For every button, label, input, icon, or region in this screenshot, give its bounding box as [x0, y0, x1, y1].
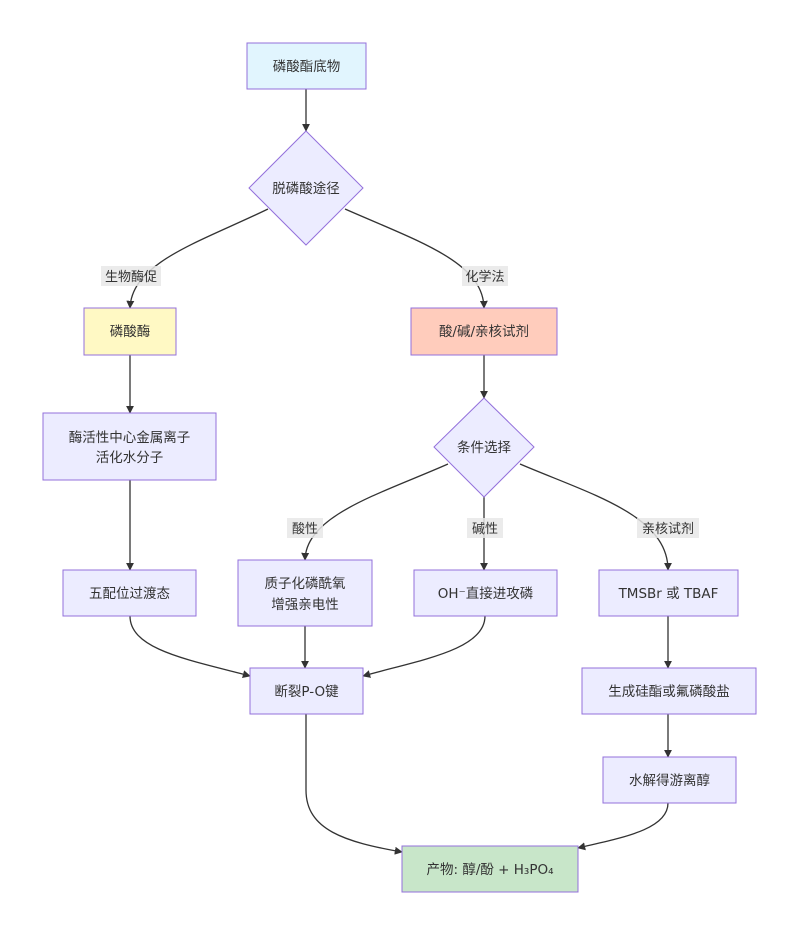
edge-transition-cleavage — [129, 615, 251, 679]
node-substrate-label: 磷酸酯底物 — [273, 59, 341, 75]
edge-label-acidic-text: 酸性 — [292, 522, 318, 537]
node-hydrolysis: 水解得游离醇 — [602, 756, 737, 804]
node-protonation: 质子化磷酰氧 增强亲电性 — [237, 559, 373, 627]
node-reagents: 酸/碱/亲核试剂 — [410, 307, 558, 356]
edge-label-chemical: 化学法 — [462, 266, 508, 286]
edge-hydrolysis-product — [577, 802, 669, 851]
node-metal-activation-line1: 酶活性中心金属离子 — [69, 429, 191, 446]
edge-labels: 生物酶促 化学法 酸性 碱性 亲核试剂 — [101, 266, 699, 538]
node-reagents-label: 酸/碱/亲核试剂 — [439, 324, 529, 340]
node-phosphatase-label: 磷酸酶 — [110, 324, 151, 340]
node-substrate: 磷酸酯底物 — [246, 42, 367, 90]
node-hydroxide-attack: OH⁻直接进攻磷 — [413, 569, 558, 617]
nodes: 磷酸酯底物 脱磷酸途径 磷酸酶 酸/碱/亲核试剂 酶活性中心金属离子 活化水分子… — [42, 42, 757, 893]
node-route-label: 脱磷酸途径 — [272, 180, 340, 197]
edge-label-nucleophile-text: 亲核试剂 — [642, 522, 694, 537]
node-transition-state: 五配位过渡态 — [62, 569, 197, 617]
node-silyl-ester-label: 生成硅酯或氟磷酸盐 — [608, 684, 730, 700]
node-condition: 条件选择 — [433, 397, 535, 498]
node-po-cleavage-label: 断裂P-O键 — [274, 684, 339, 700]
edge-condition-tmsbr — [519, 463, 672, 571]
node-hydrolysis-label: 水解得游离醇 — [629, 772, 710, 789]
node-metal-activation: 酶活性中心金属离子 活化水分子 — [42, 412, 217, 481]
node-phosphatase: 磷酸酶 — [83, 307, 177, 356]
edge-label-biological: 生物酶促 — [101, 266, 161, 286]
node-silyl-ester: 生成硅酯或氟磷酸盐 — [581, 667, 757, 715]
node-route: 脱磷酸途径 — [248, 130, 364, 246]
edge-route-reagents — [344, 208, 488, 309]
node-po-cleavage: 断裂P-O键 — [249, 667, 364, 715]
edge-label-biological-text: 生物酶促 — [105, 269, 157, 285]
node-condition-label: 条件选择 — [457, 439, 511, 456]
node-product: 产物: 醇/酚 + H₃PO₄ — [401, 845, 579, 893]
edges — [126, 89, 672, 855]
edge-cleavage-product — [305, 714, 403, 855]
node-protonation-line1: 质子化磷酰氧 — [265, 576, 346, 592]
edge-label-nucleophile: 亲核试剂 — [637, 518, 699, 538]
edge-route-phosphatase — [126, 208, 269, 309]
edge-label-basic-text: 碱性 — [472, 522, 498, 537]
node-hydroxide-attack-label: OH⁻直接进攻磷 — [438, 585, 533, 602]
edge-label-acidic: 酸性 — [287, 518, 323, 538]
edge-label-basic: 碱性 — [467, 518, 503, 538]
edge-label-chemical-text: 化学法 — [465, 269, 504, 285]
node-tmsbr-tbaf: TMSBr 或 TBAF — [598, 569, 739, 617]
edge-hydroxide-cleavage — [362, 615, 486, 678]
edge-condition-protonation — [301, 463, 449, 561]
node-tmsbr-tbaf-label: TMSBr 或 TBAF — [618, 586, 719, 602]
node-metal-activation-line2: 活化水分子 — [96, 450, 164, 466]
node-product-label: 产物: 醇/酚 + H₃PO₄ — [426, 861, 553, 878]
node-transition-state-label: 五配位过渡态 — [89, 586, 170, 602]
node-protonation-line2: 增强亲电性 — [271, 597, 339, 613]
